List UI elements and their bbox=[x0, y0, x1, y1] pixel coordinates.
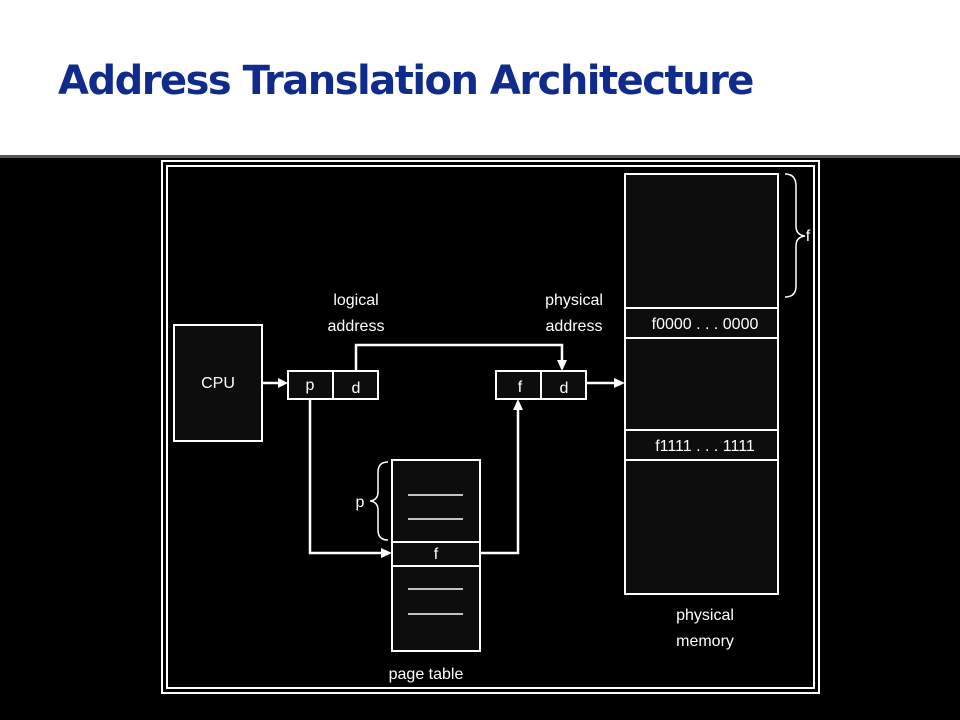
logical-address-page-field bbox=[287, 370, 334, 400]
page-table-brace bbox=[369, 461, 389, 541]
cpu-to-logical-arrowhead bbox=[278, 378, 288, 388]
logical-address-label-line2: address bbox=[328, 318, 385, 335]
memory-brace bbox=[784, 173, 806, 298]
title-divider bbox=[0, 150, 960, 155]
diagram-inner-frame bbox=[166, 165, 815, 689]
physical-offset-label: d bbox=[560, 380, 569, 397]
physical-address-frame-field bbox=[495, 370, 542, 400]
frame-result-arrowhead bbox=[513, 399, 523, 410]
memory-frame-start-label: f0000 . . . 0000 bbox=[652, 316, 759, 333]
offset-copy-wire bbox=[354, 343, 564, 371]
page-lookup-wire bbox=[308, 399, 383, 555]
physical-memory-label-line2: memory bbox=[676, 633, 734, 650]
diagram-outer-frame bbox=[161, 160, 820, 694]
page-table-upper bbox=[391, 459, 481, 543]
physical-to-memory-arrowhead bbox=[614, 378, 625, 388]
memory-frame-body bbox=[624, 337, 779, 431]
page-table-entry-label: f bbox=[434, 546, 439, 563]
memory-frame-end-label: f1111 . . . 1111 bbox=[655, 438, 755, 455]
memory-region-top bbox=[624, 173, 779, 309]
memory-frame-end bbox=[624, 429, 779, 461]
slide-header: Address Translation Architecture bbox=[0, 0, 960, 150]
page-table-entry bbox=[391, 541, 481, 567]
page-lookup-arrowhead bbox=[381, 548, 392, 558]
memory-frame-start bbox=[624, 307, 779, 339]
logical-address-label-line1: logical bbox=[333, 292, 378, 309]
memory-region-bottom bbox=[624, 459, 779, 595]
title-divider-shadow bbox=[0, 155, 960, 158]
cpu-label: CPU bbox=[201, 375, 235, 392]
page-table-lower bbox=[391, 565, 481, 652]
physical-address-offset-field bbox=[540, 370, 587, 400]
physical-memory-label-line1: physical bbox=[676, 607, 734, 624]
logical-page-label: p bbox=[306, 377, 315, 394]
frame-result-wire bbox=[480, 409, 520, 555]
page-table-brace-label: p bbox=[356, 494, 365, 511]
physical-frame-label: f bbox=[518, 379, 523, 396]
logical-offset-label: d bbox=[352, 380, 361, 397]
offset-copy-arrowhead bbox=[557, 360, 567, 371]
cpu-box bbox=[173, 324, 263, 442]
page-table-label: page table bbox=[389, 666, 464, 683]
physical-address-label-line2: address bbox=[546, 318, 603, 335]
memory-brace-label: f bbox=[806, 228, 811, 245]
slide-title: Address Translation Architecture bbox=[58, 58, 754, 104]
physical-address-label-line1: physical bbox=[545, 292, 603, 309]
